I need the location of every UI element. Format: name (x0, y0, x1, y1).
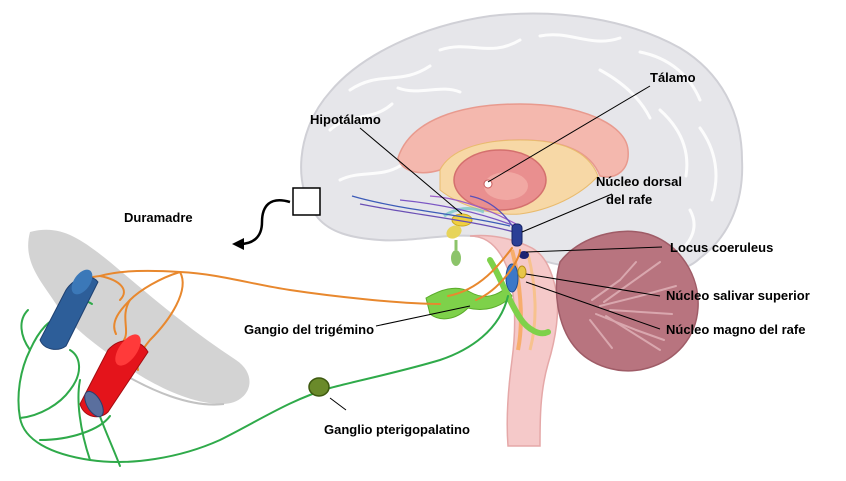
label-nucleo-dorsal-1: Núcleo dorsal (596, 174, 682, 189)
label-talamo: Tálamo (650, 70, 696, 85)
label-magno: Núcleo magno del rafe (666, 322, 805, 337)
label-pterigo: Ganglio pterigopalatino (324, 422, 470, 437)
label-duramadre: Duramadre (124, 210, 193, 225)
label-nucleo-dorsal-2: del rafe (606, 192, 652, 207)
curved-arrow (240, 200, 290, 244)
label-salivar: Núcleo salivar superior (666, 288, 810, 303)
arrow-head (232, 238, 244, 250)
label-trigemino: Gangio del trigémino (244, 322, 374, 337)
label-hipotalamo: Hipotálamo (310, 112, 381, 127)
pterygopalatine-ganglion (309, 378, 329, 396)
label-locus: Locus coeruleus (670, 240, 773, 255)
inset-box (293, 188, 320, 215)
